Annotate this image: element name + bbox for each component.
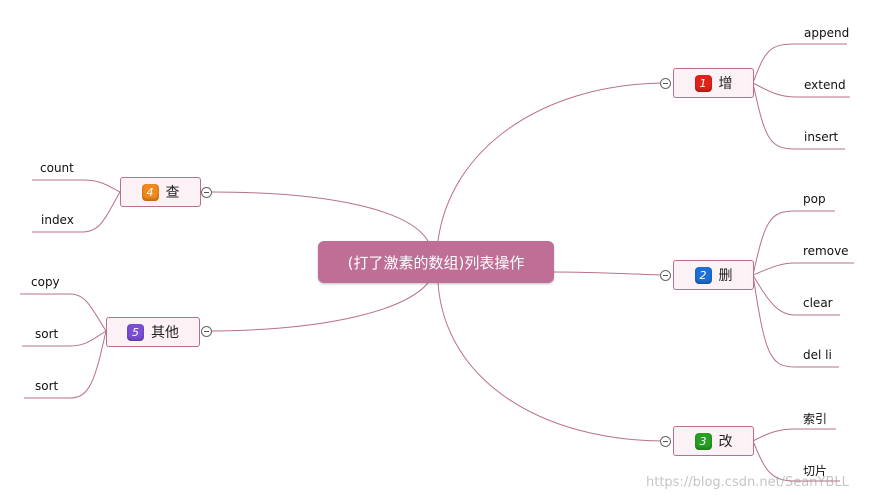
leaf-index-access[interactable]: 索引 [803, 412, 828, 426]
topic-other[interactable]: 5 其他 [106, 317, 200, 347]
leaf-extend[interactable]: extend [804, 78, 846, 92]
topic-add[interactable]: 1 增 [673, 68, 754, 98]
leaf-slice[interactable]: 切片 [803, 464, 828, 478]
connector-query-index [32, 191, 121, 233]
connector-other-copy [20, 293, 107, 332]
connector-delete-clear [752, 274, 840, 316]
leaf-remove[interactable]: remove [803, 244, 849, 258]
topic-delete[interactable]: 2 删 [673, 260, 754, 290]
leaf-sort-2[interactable]: sort [35, 379, 59, 393]
priority-5-icon: 5 [127, 323, 144, 341]
leaf-copy[interactable]: copy [31, 275, 60, 289]
connector-root-add [437, 82, 663, 242]
root-label: (打了激素的数组)列表操作 [347, 253, 525, 272]
watermark: https://blog.csdn.net/SeanYBLL [646, 475, 849, 490]
connector-delete-remove [752, 262, 854, 276]
leaf-del-li[interactable]: del li [803, 348, 832, 362]
collapse-delete-icon[interactable] [660, 270, 671, 281]
collapse-other-icon[interactable] [201, 326, 212, 337]
leaf-sort-1[interactable]: sort [35, 327, 59, 341]
topic-delete-label: 删 [718, 268, 733, 284]
topic-modify[interactable]: 3 改 [673, 426, 754, 456]
priority-1-icon: 1 [694, 74, 712, 92]
connector-root-modify [437, 282, 663, 442]
connector-other-sort2 [24, 330, 107, 399]
topic-modify-label: 改 [718, 434, 733, 450]
connector-add-insert [752, 82, 845, 150]
collapse-query-icon[interactable] [201, 187, 212, 198]
connector-root-query [211, 191, 429, 242]
connector-modify-index [752, 428, 836, 442]
connector-delete-delli [752, 274, 839, 368]
leaf-count[interactable]: count [40, 161, 74, 175]
priority-3-icon: 3 [694, 432, 712, 450]
connector-root-other [211, 282, 429, 332]
topic-add-label: 增 [718, 76, 733, 92]
topic-query-label: 查 [165, 185, 180, 201]
collapse-modify-icon[interactable] [660, 436, 671, 447]
connector-other-sort1 [22, 330, 107, 347]
leaf-clear[interactable]: clear [803, 296, 833, 310]
leaf-index[interactable]: index [41, 213, 74, 227]
connector-query-count [32, 179, 121, 193]
connector-add-append [752, 43, 847, 84]
connector-add-extend [752, 82, 850, 98]
collapse-add-icon[interactable] [660, 78, 671, 89]
leaf-insert[interactable]: insert [804, 130, 839, 144]
connector-modify-slice [752, 440, 840, 482]
topic-query[interactable]: 4 查 [120, 177, 201, 207]
priority-4-icon: 4 [141, 183, 159, 201]
priority-2-icon: 2 [694, 266, 712, 284]
leaf-append[interactable]: append [804, 26, 850, 40]
topic-other-label: 其他 [151, 325, 179, 341]
leaf-pop[interactable]: pop [803, 192, 826, 206]
connector-root-delete [553, 271, 663, 276]
root-node[interactable]: (打了激素的数组)列表操作 [318, 241, 554, 283]
connector-delete-pop [752, 210, 835, 276]
